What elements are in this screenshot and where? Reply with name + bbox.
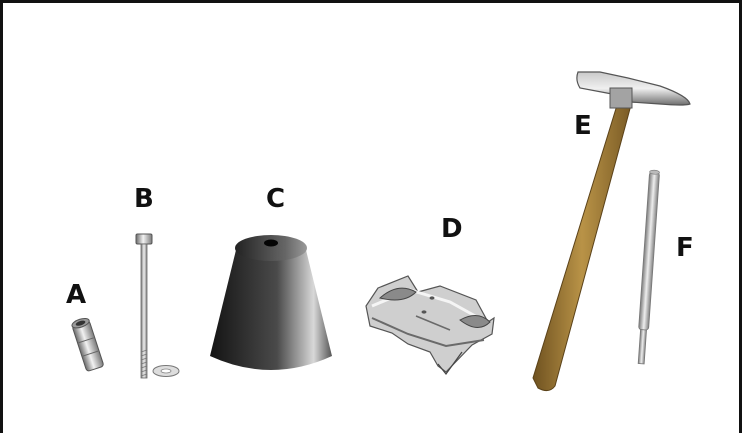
- label-c: C: [266, 184, 285, 214]
- label-a: A: [66, 280, 86, 310]
- label-b: B: [134, 184, 154, 214]
- label-f: F: [676, 233, 694, 263]
- part-b-washer: [153, 366, 179, 377]
- label-d: D: [441, 214, 463, 244]
- label-e: E: [574, 111, 592, 141]
